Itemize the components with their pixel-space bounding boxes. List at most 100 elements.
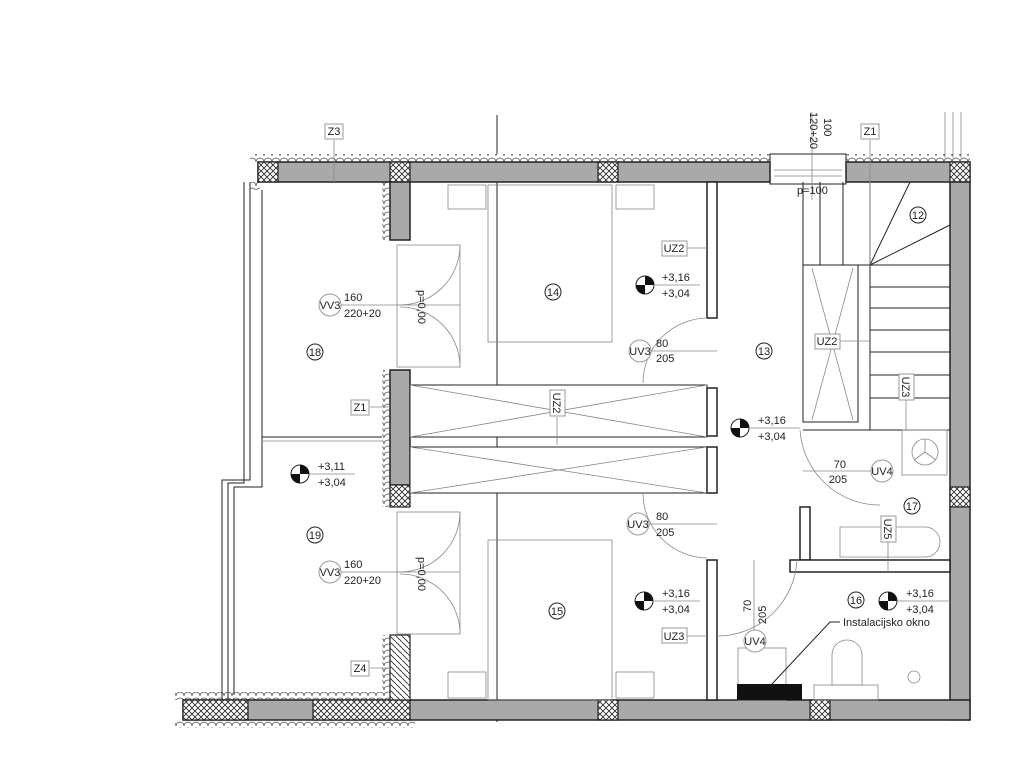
svg-text:+3,16: +3,16	[662, 588, 690, 600]
svg-text:UZ3: UZ3	[664, 631, 685, 643]
insulation	[382, 635, 390, 700]
room-15: 15	[548, 602, 566, 620]
wall-tag-uz2-c: UZ2	[549, 389, 566, 445]
door-label-uv4-17: UV4 70 205	[803, 459, 894, 486]
insulation-bottom	[175, 720, 415, 728]
wall-tag-uz3-a: UZ3	[898, 373, 915, 430]
svg-text:+3,04: +3,04	[662, 604, 690, 616]
svg-text:205: 205	[829, 474, 847, 486]
level-marker-13: +3,16 +3,04	[730, 415, 800, 443]
room-numbers: 18 14 13 12 19 15 17 16	[306, 206, 927, 620]
svg-text:205: 205	[757, 606, 769, 624]
level-icon	[635, 275, 655, 295]
svg-text:205: 205	[656, 353, 674, 365]
toilet	[831, 639, 863, 686]
level-marker-16: +3,16 +3,04	[878, 588, 950, 616]
room-13: 13	[755, 342, 773, 360]
svg-text:UV4: UV4	[744, 636, 765, 648]
level-marker-14: +3,16 +3,04	[635, 272, 700, 300]
svg-text:220+20: 220+20	[344, 308, 381, 320]
balcony-door-19	[396, 511, 461, 635]
svg-text:80: 80	[656, 511, 668, 523]
svg-text:+3,16: +3,16	[906, 588, 934, 600]
wall-tag-uz2-a: UZ2	[661, 240, 707, 257]
level-icon	[730, 418, 750, 438]
svg-text:160: 160	[344, 559, 362, 571]
room-18: 18	[306, 343, 324, 361]
svg-text:17: 17	[906, 501, 918, 513]
svg-text:UV3: UV3	[629, 346, 650, 358]
svg-text:+3,04: +3,04	[906, 604, 934, 616]
svg-text:12: 12	[912, 210, 924, 222]
bed-14	[487, 184, 613, 343]
svg-text:UZ2: UZ2	[664, 243, 685, 255]
svg-text:+3,16: +3,16	[758, 415, 786, 427]
balcony-door-18	[396, 244, 461, 368]
svg-text:+3,04: +3,04	[662, 288, 690, 300]
wall-tag-uz3-b: UZ3	[661, 627, 707, 644]
svg-text:VV3: VV3	[320, 300, 341, 312]
insulation-top	[250, 154, 970, 162]
svg-text:14: 14	[547, 287, 559, 299]
svg-text:205: 205	[656, 527, 674, 539]
svg-text:Z3: Z3	[328, 126, 341, 138]
door-label-uv3-14: UV3 80 205	[628, 338, 717, 365]
svg-text:100: 100	[821, 118, 833, 136]
door-label-vv3-19: VV3 160 220+20 p=0,00	[318, 557, 427, 591]
svg-text:70: 70	[834, 459, 846, 471]
wall-tag-z1-top: Z1	[860, 123, 880, 265]
wall-tag-uz5: UZ5	[880, 515, 897, 572]
svg-text:+3,16: +3,16	[662, 272, 690, 284]
door-label-vv3-18: VV3 160 220+20 p=0,00	[318, 290, 427, 324]
room-17: 17	[903, 497, 921, 515]
svg-text:+3,11: +3,11	[318, 461, 345, 473]
room-16: 16	[847, 591, 865, 609]
room-14: 14	[544, 283, 562, 301]
room-19: 19	[306, 526, 324, 544]
svg-text:220+20: 220+20	[344, 575, 381, 587]
svg-text:UZ2: UZ2	[817, 336, 838, 348]
svg-text:19: 19	[309, 530, 321, 542]
svg-text:UV3: UV3	[627, 519, 648, 531]
wall-tag-z3: Z3	[324, 123, 344, 182]
insulation	[382, 370, 390, 507]
svg-text:Z1: Z1	[354, 402, 367, 414]
svg-text:80: 80	[656, 338, 668, 350]
svg-text:13: 13	[758, 346, 770, 358]
svg-text:160: 160	[344, 292, 362, 304]
svg-text:VV3: VV3	[320, 567, 341, 579]
wall-tag-z4: Z4	[350, 660, 390, 677]
svg-text:p=0,00: p=0,00	[415, 290, 427, 324]
svg-text:p=100: p=100	[797, 185, 828, 197]
svg-text:+3,04: +3,04	[758, 431, 786, 443]
wall-tag-uz2-b: UZ2	[814, 333, 870, 350]
svg-text:Z1: Z1	[864, 126, 877, 138]
svg-text:UZ2: UZ2	[550, 393, 562, 414]
installation-shaft	[737, 684, 802, 700]
insulation	[382, 182, 390, 240]
window-top	[769, 153, 847, 185]
svg-text:120+20: 120+20	[807, 112, 819, 149]
svg-text:+3,04: +3,04	[318, 477, 346, 489]
door-label-uv3-15: UV3 80 205	[626, 511, 717, 539]
leader-line	[771, 621, 840, 685]
svg-text:UZ5: UZ5	[881, 519, 893, 540]
svg-text:15: 15	[551, 606, 563, 618]
svg-text:16: 16	[850, 595, 862, 607]
svg-text:70: 70	[742, 600, 754, 612]
level-icon	[290, 464, 310, 484]
insulation-bottom	[175, 692, 390, 700]
level-icon	[878, 591, 898, 611]
wall-tag-z1-left: Z1	[350, 399, 390, 416]
svg-text:UV4: UV4	[871, 466, 892, 478]
bathtub	[839, 526, 941, 558]
svg-text:UZ3: UZ3	[899, 377, 911, 398]
svg-text:18: 18	[309, 347, 321, 359]
level-marker-19: +3,11 +3,04	[290, 461, 355, 489]
svg-text:p=0,00: p=0,00	[415, 557, 427, 591]
wall-left	[221, 182, 263, 700]
level-icon	[634, 591, 654, 611]
wall-z4	[389, 634, 411, 701]
